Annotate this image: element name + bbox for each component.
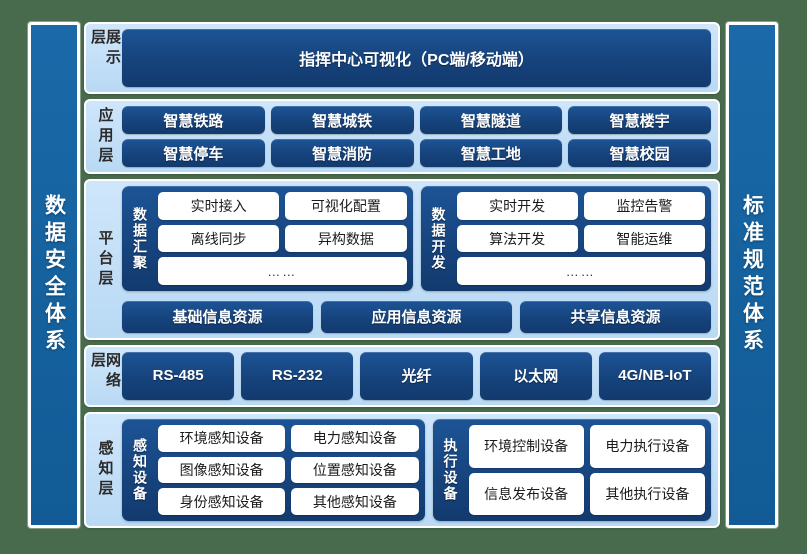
- layer-application-body: 智慧铁路 智慧城铁 智慧隧道 智慧楼宇 智慧停车 智慧消防 智慧工地 智慧校园: [122, 106, 711, 168]
- pillar-right-label: 标准规范体系: [740, 194, 764, 356]
- layer-platform: 平台层 数据汇聚 实时接入 可视化配置 离线同步 异: [84, 179, 720, 340]
- development-item-algorithm-dev[interactable]: 算法开发: [456, 224, 578, 253]
- aggregation-row-3: ……: [158, 257, 407, 285]
- aggregation-row-2: 离线同步 异构数据: [158, 224, 407, 253]
- resource-item-basic-information[interactable]: 基础信息资源: [122, 300, 313, 333]
- sensing-item-location[interactable]: 位置感知设备: [291, 456, 419, 484]
- app-item-smart-campus[interactable]: 智慧校园: [568, 139, 711, 168]
- perception-group-sensing-devices: 感知设备 环境感知设备 电力感知设备 图像感知设备 位置感知设备: [122, 418, 425, 521]
- development-item-smart-ops[interactable]: 智能运维: [583, 224, 705, 253]
- perception-groups: 感知设备 环境感知设备 电力感知设备 图像感知设备 位置感知设备: [122, 418, 711, 521]
- resource-item-shared-information[interactable]: 共享信息资源: [520, 300, 711, 333]
- actuator-row-1: 环境控制设备 电力执行设备: [468, 424, 705, 468]
- app-item-smart-metro[interactable]: 智慧城铁: [270, 106, 414, 135]
- layer-application: 应用层 智慧铁路 智慧城铁 智慧隧道 智慧楼宇 智慧停车 智慧消防 智慧工地 智…: [84, 99, 720, 175]
- platform-resource-row: 基础信息资源 应用信息资源 共享信息资源: [122, 300, 711, 333]
- development-item-realtime-dev[interactable]: 实时开发: [456, 192, 578, 220]
- perception-group-sensing-cells: 环境感知设备 电力感知设备 图像感知设备 位置感知设备 身份感知设备 其他感知设…: [158, 424, 419, 515]
- platform-group-data-aggregation-title: 数据汇聚: [132, 206, 148, 271]
- layer-network-body: RS-485 RS-232 光纤 以太网 4G/NB-IoT: [122, 351, 712, 400]
- layer-network-label: 网络层: [89, 351, 121, 392]
- development-item-more[interactable]: ……: [456, 257, 705, 285]
- resource-item-application-information[interactable]: 应用信息资源: [321, 300, 512, 333]
- aggregation-item-visual-config[interactable]: 可视化配置: [285, 192, 407, 220]
- layer-platform-body: 数据汇聚 实时接入 可视化配置 离线同步 异构数据 ……: [122, 186, 711, 333]
- aggregation-row-1: 实时接入 可视化配置: [158, 192, 407, 220]
- sensing-row-1: 环境感知设备 电力感知设备: [158, 424, 419, 452]
- app-item-smart-tunnel[interactable]: 智慧隧道: [419, 106, 563, 135]
- aggregation-item-realtime-ingest[interactable]: 实时接入: [158, 192, 280, 220]
- platform-group-data-development: 数据开发 实时开发 监控告警 算法开发 智能运维 ……: [420, 186, 711, 291]
- development-row-2: 算法开发 智能运维: [456, 224, 705, 253]
- sensing-item-environment[interactable]: 环境感知设备: [158, 424, 286, 452]
- layer-presentation: 展示层 指挥中心可视化（PC端/移动端）: [84, 22, 720, 94]
- perception-group-sensing-title: 感知设备: [132, 437, 148, 502]
- sensing-item-image[interactable]: 图像感知设备: [158, 456, 286, 484]
- network-item-rs485[interactable]: RS-485: [122, 351, 235, 400]
- network-item-4g-nbiot[interactable]: 4G/NB-IoT: [598, 351, 712, 400]
- platform-groups: 数据汇聚 实时接入 可视化配置 离线同步 异构数据 ……: [122, 186, 711, 291]
- perception-group-actuator-cells: 环境控制设备 电力执行设备 信息发布设备 其他执行设备: [468, 424, 705, 516]
- platform-group-data-aggregation-cells: 实时接入 可视化配置 离线同步 异构数据 ……: [158, 192, 407, 285]
- development-item-monitor-alarm[interactable]: 监控告警: [583, 192, 705, 220]
- command-center-visualization-banner[interactable]: 指挥中心可视化（PC端/移动端）: [122, 29, 711, 87]
- network-item-fiber[interactable]: 光纤: [360, 351, 473, 400]
- aggregation-item-heterogeneous-data[interactable]: 异构数据: [285, 224, 407, 253]
- sensing-item-other[interactable]: 其他感知设备: [291, 488, 419, 515]
- platform-group-data-development-cells: 实时开发 监控告警 算法开发 智能运维 ……: [456, 192, 705, 285]
- app-item-smart-construction[interactable]: 智慧工地: [419, 139, 563, 168]
- app-item-smart-building[interactable]: 智慧楼宇: [568, 106, 711, 135]
- layer-application-label: 应用层: [96, 106, 114, 167]
- actuator-item-environment-control[interactable]: 环境控制设备: [468, 424, 584, 468]
- app-item-smart-parking[interactable]: 智慧停车: [122, 139, 265, 168]
- perception-group-actuator-devices: 执行设备 环境控制设备 电力执行设备 信息发布设备 其他执行设备: [432, 418, 711, 521]
- actuator-item-information-release[interactable]: 信息发布设备: [468, 472, 584, 516]
- network-item-ethernet[interactable]: 以太网: [479, 351, 592, 400]
- aggregation-item-more[interactable]: ……: [158, 257, 407, 285]
- actuator-row-2: 信息发布设备 其他执行设备: [468, 472, 705, 516]
- layer-presentation-body: 指挥中心可视化（PC端/移动端）: [122, 29, 711, 87]
- sensing-item-power[interactable]: 电力感知设备: [291, 424, 419, 452]
- network-items-row: RS-485 RS-232 光纤 以太网 4G/NB-IoT: [122, 351, 712, 400]
- sensing-row-3: 身份感知设备 其他感知设备: [158, 488, 419, 515]
- actuator-item-power-execution[interactable]: 电力执行设备: [589, 424, 705, 468]
- pillar-left-label: 数据安全体系: [42, 194, 66, 356]
- application-row-2: 智慧停车 智慧消防 智慧工地 智慧校园: [122, 139, 711, 168]
- development-row-3: ……: [456, 257, 705, 285]
- layer-platform-label: 平台层: [96, 229, 114, 290]
- development-row-1: 实时开发 监控告警: [456, 192, 705, 220]
- app-item-smart-railway[interactable]: 智慧铁路: [122, 106, 265, 135]
- aggregation-item-offline-sync[interactable]: 离线同步: [158, 224, 280, 253]
- layer-perception: 感知层 感知设备 环境感知设备 电力感知设备 图像感知设备: [84, 411, 720, 528]
- layer-network: 网络层 RS-485 RS-232 光纤 以太网 4G/NB-IoT: [84, 344, 720, 407]
- perception-group-actuator-title: 执行设备: [442, 437, 459, 502]
- layer-stack: 展示层 指挥中心可视化（PC端/移动端） 应用层 智慧铁路 智慧城铁 智慧隧道 …: [84, 22, 720, 528]
- sensing-row-2: 图像感知设备 位置感知设备: [158, 456, 419, 484]
- app-item-smart-firefighting[interactable]: 智慧消防: [270, 139, 414, 168]
- layer-perception-label: 感知层: [96, 439, 114, 500]
- pillar-standard-specification-system: 标准规范体系: [726, 22, 778, 528]
- layer-perception-body: 感知设备 环境感知设备 电力感知设备 图像感知设备 位置感知设备: [122, 418, 711, 521]
- platform-group-data-aggregation: 数据汇聚 实时接入 可视化配置 离线同步 异构数据 ……: [122, 186, 413, 291]
- pillar-data-security-system: 数据安全体系: [28, 22, 80, 528]
- application-row-1: 智慧铁路 智慧城铁 智慧隧道 智慧楼宇: [122, 106, 711, 135]
- actuator-item-other[interactable]: 其他执行设备: [589, 472, 705, 516]
- platform-group-data-development-title: 数据开发: [430, 206, 447, 271]
- network-item-rs232[interactable]: RS-232: [241, 351, 354, 400]
- sensing-item-identity[interactable]: 身份感知设备: [158, 488, 286, 515]
- layer-presentation-label: 展示层: [89, 29, 121, 69]
